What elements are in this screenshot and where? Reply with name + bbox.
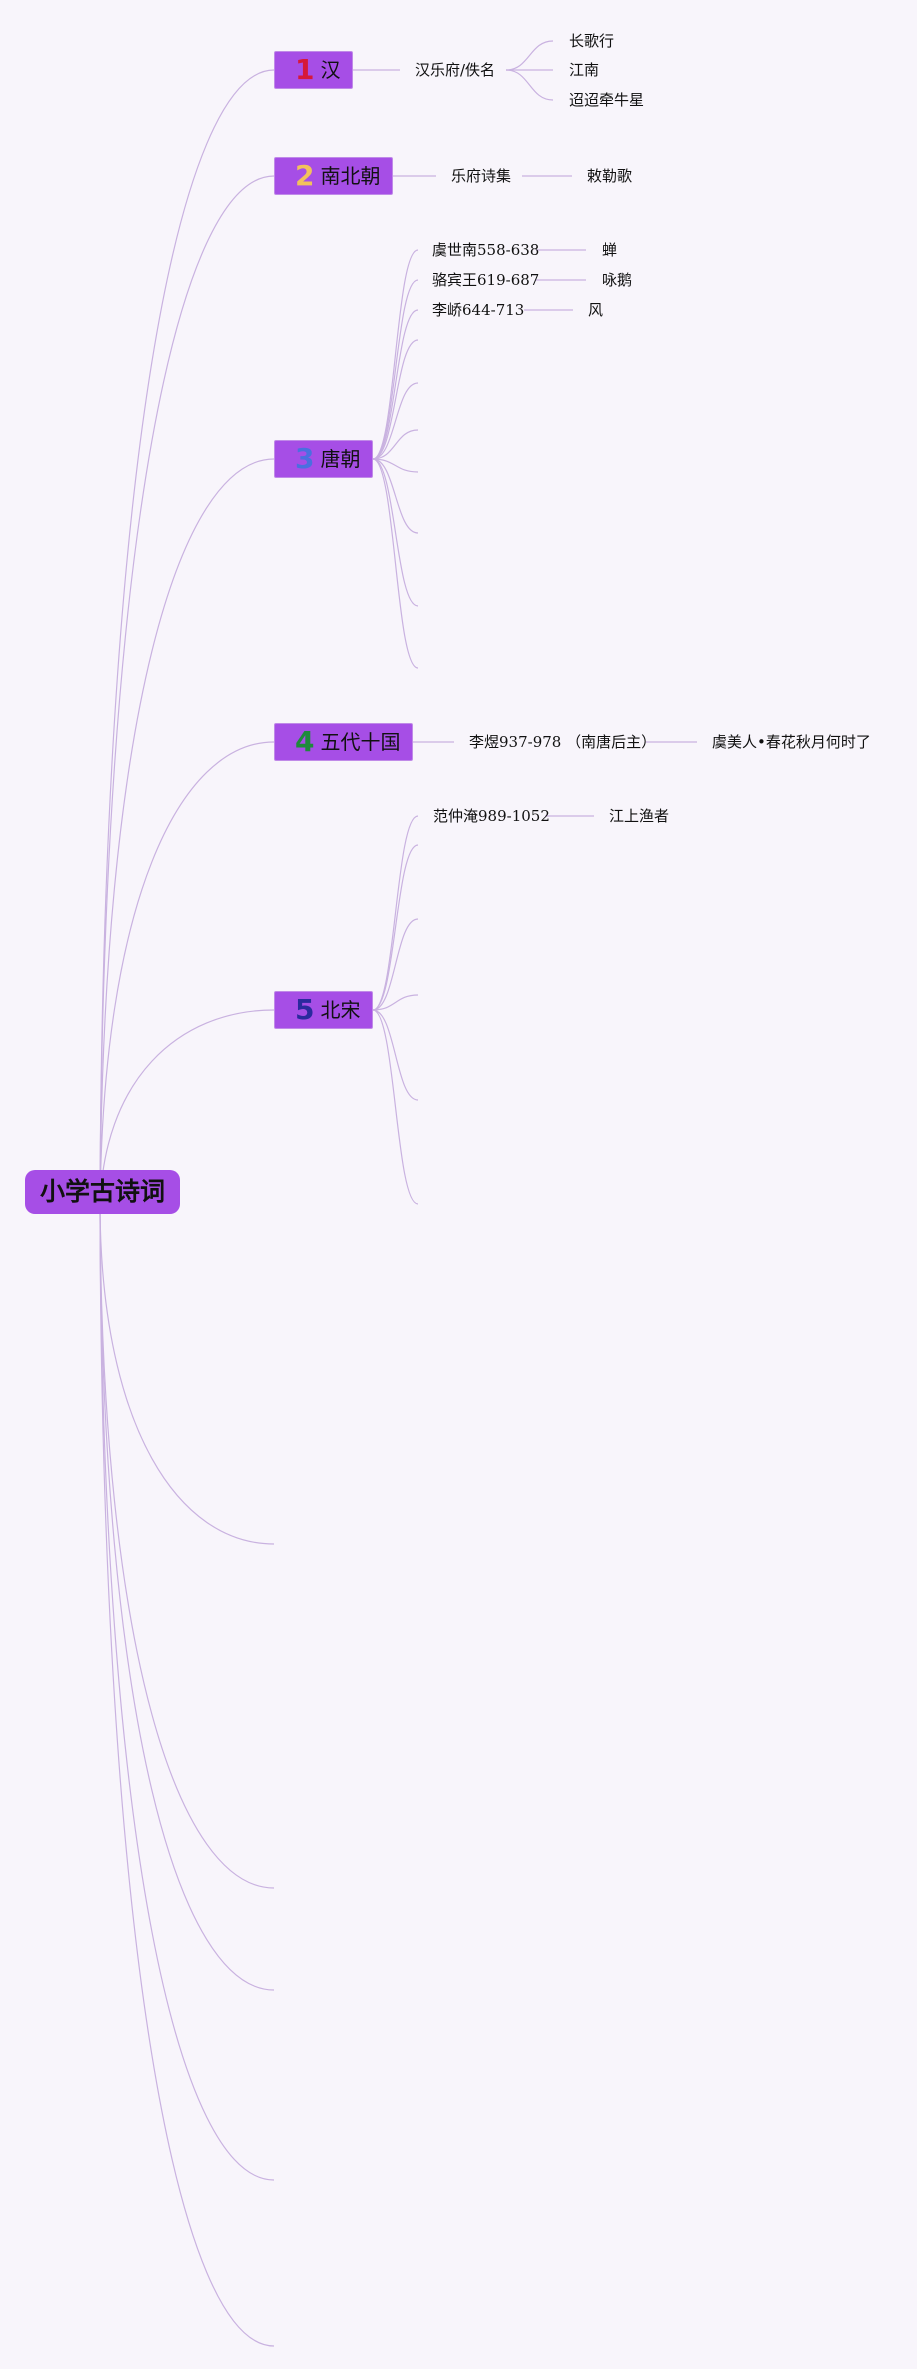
era-author-link — [372, 458, 419, 607]
root-node[interactable]: 小学古诗词 — [25, 1170, 181, 1214]
era-number: 5 — [295, 993, 315, 1026]
era-author-link — [372, 429, 419, 460]
era-author-link — [372, 844, 419, 1011]
era-author-link — [372, 309, 419, 460]
poem-node[interactable]: 虞美人•春花秋月何时了 — [712, 733, 871, 751]
era-label: 五代十国 — [320, 730, 401, 754]
era-author-link — [372, 339, 419, 460]
poem-node[interactable]: 长歌行 — [569, 32, 615, 50]
root-era-link — [99, 458, 275, 1211]
era-label: 北宋 — [320, 998, 361, 1022]
poem-node[interactable]: 咏鹅 — [602, 271, 633, 289]
root-era-link — [99, 741, 275, 1211]
author-node[interactable]: 骆宾王619-687 — [432, 271, 540, 289]
poem-node[interactable]: 迢迢牵牛星 — [569, 91, 645, 109]
era-author-link — [372, 1009, 419, 1101]
poem-node[interactable]: 蝉 — [602, 241, 618, 259]
poem-node[interactable]: 敕勒歌 — [587, 167, 633, 185]
author-poem-link — [505, 69, 554, 101]
root-era-link — [99, 69, 275, 1211]
era-author-link — [372, 918, 419, 1011]
author-node[interactable]: 虞世南558-638 — [432, 241, 540, 259]
era-author-link — [372, 458, 419, 669]
author-node[interactable]: 汉乐府/佚名 — [415, 61, 496, 79]
root-branch-link — [99, 1209, 275, 2347]
author-poem-link — [505, 40, 554, 71]
era-number: 4 — [295, 725, 315, 758]
author-node[interactable]: 李峤644-713 — [432, 301, 525, 319]
poem-node[interactable]: 风 — [588, 301, 604, 319]
author-node[interactable]: 李煜937-978 （南唐后主） — [469, 733, 657, 751]
era-author-link — [372, 994, 419, 1011]
root-branch-link — [99, 1209, 275, 2181]
root-branch-link — [99, 1209, 275, 1545]
era-author-link — [372, 249, 419, 460]
era-author-link — [372, 279, 419, 460]
root-branch-link — [99, 1209, 275, 1889]
era-number: 3 — [295, 442, 315, 475]
era-number: 2 — [295, 159, 315, 192]
root-branch-link — [99, 1209, 275, 1991]
era-number: 1 — [295, 53, 315, 86]
root-era-link — [99, 175, 275, 1211]
era-author-link — [372, 1009, 419, 1205]
poem-node[interactable]: 江上渔者 — [609, 807, 670, 825]
era-label: 汉 — [320, 58, 341, 82]
poem-node[interactable]: 江南 — [569, 61, 600, 79]
era-author-link — [372, 458, 419, 473]
era-author-link — [372, 382, 419, 460]
era-author-link — [372, 815, 419, 1011]
era-label: 南北朝 — [320, 164, 381, 188]
author-node[interactable]: 范仲淹989-1052 — [433, 807, 550, 825]
era-label: 唐朝 — [320, 447, 361, 471]
era-author-link — [372, 458, 419, 534]
author-node[interactable]: 乐府诗集 — [451, 167, 512, 185]
